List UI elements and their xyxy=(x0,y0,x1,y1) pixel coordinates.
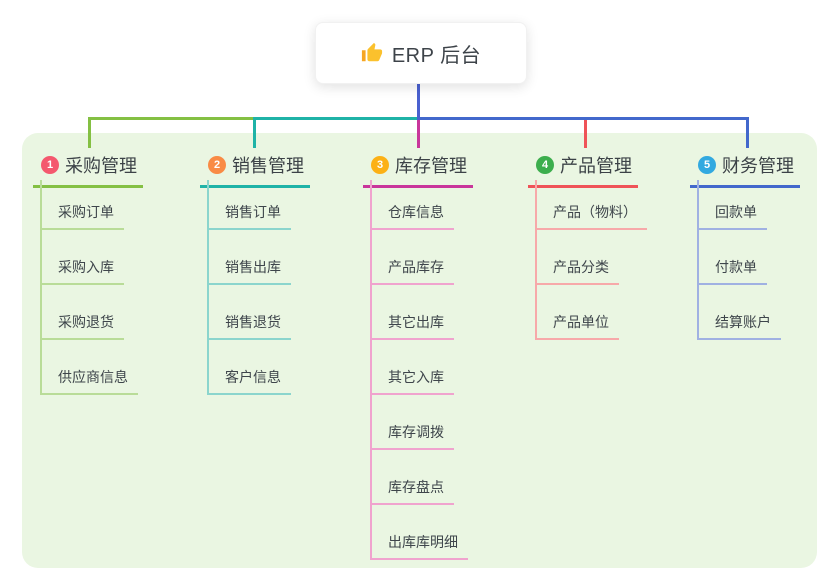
child-node[interactable]: 其它入库 xyxy=(372,340,454,395)
branch-node-sales[interactable]: 2 销售管理 xyxy=(200,148,310,188)
child-node[interactable]: 产品库存 xyxy=(372,230,454,285)
connector-drop-product xyxy=(584,117,587,148)
connector-drop-purchase xyxy=(88,117,91,148)
badge-4: 4 xyxy=(536,156,554,174)
child-node[interactable]: 销售退货 xyxy=(209,285,291,340)
branch-children: 采购订单 采购入库 采购退货 供应商信息 xyxy=(40,180,138,395)
child-node[interactable]: 回款单 xyxy=(699,180,767,230)
child-node[interactable]: 库存盘点 xyxy=(372,450,454,505)
branch-label: 库存管理 xyxy=(395,156,467,176)
connector-drop-sales xyxy=(253,117,256,148)
branch-node-inventory[interactable]: 3 库存管理 xyxy=(363,148,473,188)
branch-node-purchase[interactable]: 1 采购管理 xyxy=(33,148,143,188)
child-node[interactable]: 采购入库 xyxy=(42,230,124,285)
branch-label: 财务管理 xyxy=(722,156,794,176)
badge-5: 5 xyxy=(698,156,716,174)
branch-label: 产品管理 xyxy=(560,156,632,176)
branch-sales: 2 销售管理 销售订单 销售出库 销售退货 客户信息 xyxy=(200,148,310,395)
thumbs-up-icon xyxy=(361,42,382,62)
background-panel xyxy=(22,133,817,568)
child-node[interactable]: 销售出库 xyxy=(209,230,291,285)
badge-3: 3 xyxy=(371,156,389,174)
root-title: ERP 后台 xyxy=(391,44,482,67)
branch-children: 产品（物料） 产品分类 产品单位 xyxy=(535,180,647,340)
root-node-erp-backend[interactable]: ERP 后台 xyxy=(315,22,527,84)
branch-node-product[interactable]: 4 产品管理 xyxy=(528,148,638,188)
child-node[interactable]: 出库库明细 xyxy=(372,505,468,560)
connector-drop-inventory xyxy=(417,119,420,148)
branch-node-finance[interactable]: 5 财务管理 xyxy=(690,148,800,188)
connector-bus-sales xyxy=(253,117,420,120)
connector-trunk xyxy=(417,82,420,120)
badge-1: 1 xyxy=(41,156,59,174)
child-node[interactable]: 付款单 xyxy=(699,230,767,285)
branch-purchase: 1 采购管理 采购订单 采购入库 采购退货 供应商信息 xyxy=(33,148,143,395)
child-node[interactable]: 仓库信息 xyxy=(372,180,454,230)
connector-drop-finance xyxy=(746,117,749,148)
branch-product: 4 产品管理 产品（物料） 产品分类 产品单位 xyxy=(528,148,647,340)
branch-finance: 5 财务管理 回款单 付款单 结算账户 xyxy=(690,148,800,340)
child-node[interactable]: 采购订单 xyxy=(42,180,124,230)
child-node[interactable]: 产品分类 xyxy=(537,230,619,285)
child-node[interactable]: 其它出库 xyxy=(372,285,454,340)
child-node[interactable]: 结算账户 xyxy=(699,285,781,340)
child-node[interactable]: 产品单位 xyxy=(537,285,619,340)
branch-label: 采购管理 xyxy=(65,156,137,176)
branch-children: 回款单 付款单 结算账户 xyxy=(697,180,781,340)
badge-2: 2 xyxy=(208,156,226,174)
branch-children: 销售订单 销售出库 销售退货 客户信息 xyxy=(207,180,291,395)
child-node[interactable]: 库存调拨 xyxy=(372,395,454,450)
child-node[interactable]: 采购退货 xyxy=(42,285,124,340)
child-node[interactable]: 销售订单 xyxy=(209,180,291,230)
branch-label: 销售管理 xyxy=(232,156,304,176)
branch-children: 仓库信息 产品库存 其它出库 其它入库 库存调拨 库存盘点 出库库明细 xyxy=(370,180,468,560)
connector-bus-finance xyxy=(420,117,747,120)
child-node[interactable]: 供应商信息 xyxy=(42,340,138,395)
child-node[interactable]: 客户信息 xyxy=(209,340,291,395)
child-node[interactable]: 产品（物料） xyxy=(537,180,647,230)
branch-inventory: 3 库存管理 仓库信息 产品库存 其它出库 其它入库 库存调拨 库存盘点 出库库… xyxy=(363,148,473,560)
